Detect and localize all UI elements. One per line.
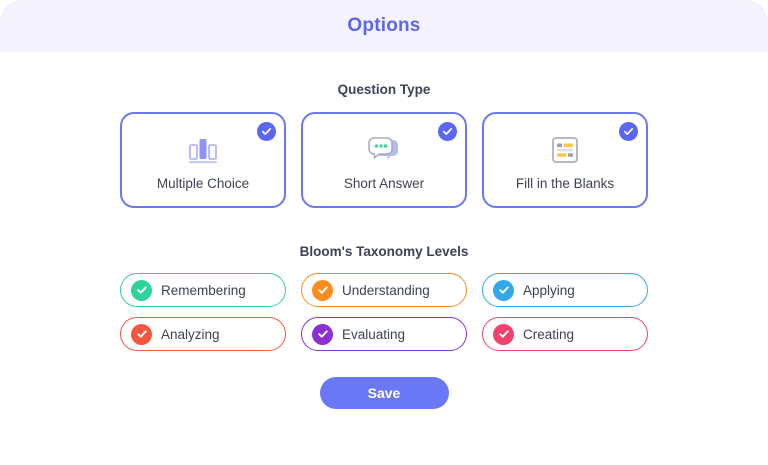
page-title: Options xyxy=(347,15,421,36)
question-type-label: Short Answer xyxy=(343,175,425,191)
footer-actions: Save xyxy=(0,377,768,409)
question-type-label: Fill in the Blanks xyxy=(515,175,615,191)
bloom-pill-label: Creating xyxy=(523,326,575,342)
bar-chart-icon xyxy=(186,130,220,170)
check-circle-icon[interactable] xyxy=(131,279,152,301)
save-button[interactable]: Save xyxy=(319,377,449,409)
bloom-pill-evaluating[interactable]: Evaluating xyxy=(301,317,467,351)
bloom-pill-label: Evaluating xyxy=(342,326,406,342)
bloom-level-grid: Remembering Understanding Applying Analy… xyxy=(0,273,768,351)
bloom-pill-creating[interactable]: Creating xyxy=(482,317,648,351)
question-type-card-fill-in-the-blanks[interactable]: Fill in the Blanks xyxy=(482,112,648,208)
question-type-card-row: Multiple Choice Short Answer xyxy=(0,112,768,208)
question-type-section-title: Question Type xyxy=(337,82,431,97)
check-circle-icon[interactable] xyxy=(312,279,333,301)
bloom-pill-analyzing[interactable]: Analyzing xyxy=(120,317,286,351)
bloom-pill-remembering[interactable]: Remembering xyxy=(120,273,286,307)
bloom-pill-label: Analyzing xyxy=(161,326,220,342)
question-type-label: Multiple Choice xyxy=(156,175,250,191)
speech-bubble-icon xyxy=(366,130,402,170)
check-circle-icon[interactable] xyxy=(493,323,514,345)
bloom-pill-understanding[interactable]: Understanding xyxy=(301,273,467,307)
bloom-pill-label: Understanding xyxy=(342,282,430,298)
bloom-pill-label: Applying xyxy=(523,282,575,298)
question-type-card-short-answer[interactable]: Short Answer xyxy=(301,112,467,208)
bloom-section-title: Bloom's Taxonomy Levels xyxy=(299,244,469,259)
question-type-card-multiple-choice[interactable]: Multiple Choice xyxy=(120,112,286,208)
form-document-icon xyxy=(549,130,581,170)
check-circle-icon[interactable] xyxy=(131,323,152,345)
check-circle-icon[interactable] xyxy=(312,323,333,345)
bloom-pill-applying[interactable]: Applying xyxy=(482,273,648,307)
check-circle-icon[interactable] xyxy=(493,279,514,301)
check-badge-icon[interactable] xyxy=(619,122,638,141)
header-bar: Options xyxy=(0,0,768,52)
bloom-pill-label: Remembering xyxy=(161,282,246,298)
check-badge-icon[interactable] xyxy=(257,122,276,141)
check-badge-icon[interactable] xyxy=(438,122,457,141)
